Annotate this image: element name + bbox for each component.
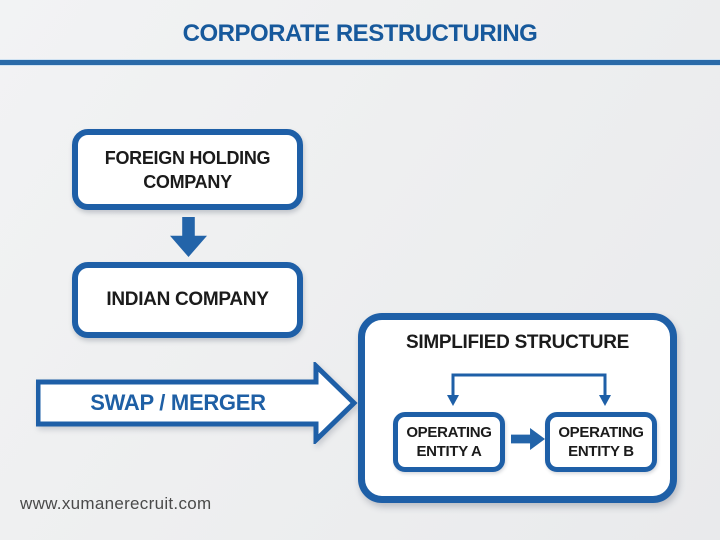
simplified-structure-title: SIMPLIFIED STRUCTURE [405,332,630,353]
simplified-structure-panel: SIMPLIFIED STRUCTURE OPERATING ENTITY A … [358,313,677,503]
split-connector-icon [447,373,611,406]
indian-company-label: INDIAN COMPANY [106,289,269,310]
right-arrow-icon [511,428,545,450]
operating-entity-a-box: OPERATING ENTITY A [393,412,505,472]
watermark-url: www.xumanerecruit.com [20,494,212,513]
title-divider [0,59,720,66]
indian-company-box: INDIAN COMPANY [72,262,303,338]
down-arrow-icon [170,217,207,257]
foreign-holding-company-box: FOREIGN HOLDING COMPANY [72,129,303,210]
swap-merger-arrow-icon [36,362,358,444]
swap-merger-label: SWAP / MERGER [90,390,266,415]
operating-entity-b-label: OPERATING ENTITY B [558,424,644,460]
foreign-holding-company-label: FOREIGN HOLDING COMPANY [104,147,271,192]
page-title: CORPORATE RESTRUCTURING [182,20,538,47]
operating-entity-a-label: OPERATING ENTITY A [406,424,492,460]
operating-entity-b-box: OPERATING ENTITY B [545,412,657,472]
